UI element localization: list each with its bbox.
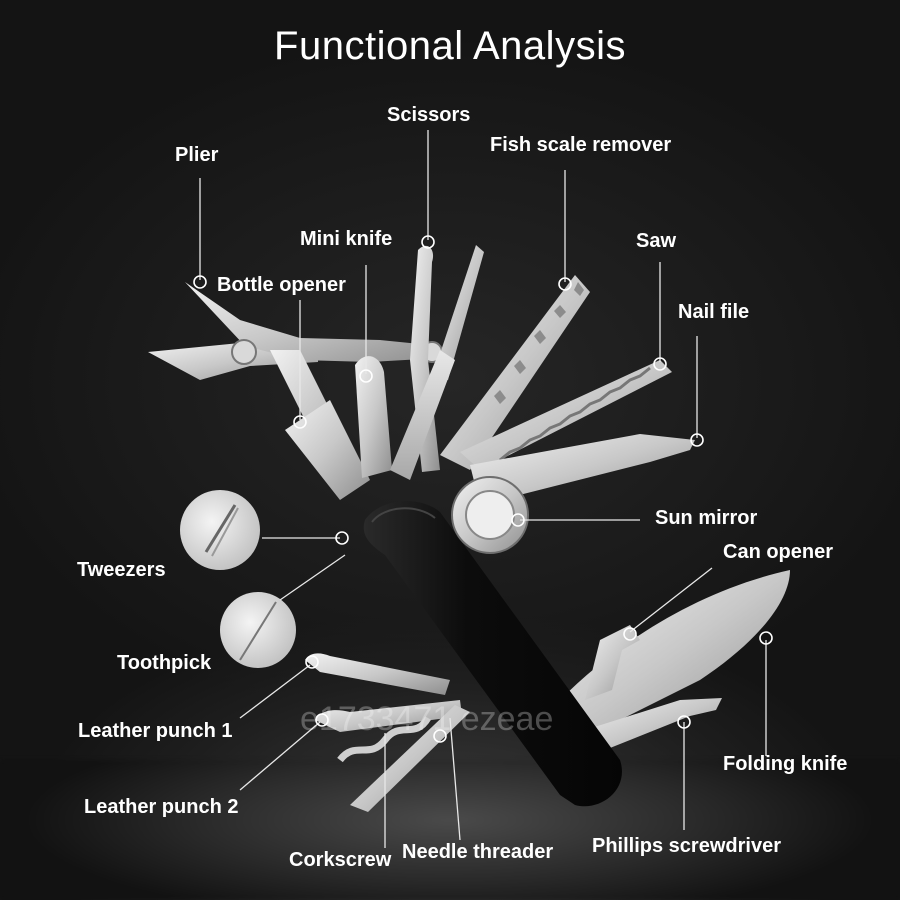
watermark-text: e1733471 ezeae: [300, 700, 554, 738]
label-scissors: Scissors: [387, 104, 471, 126]
knife-handle: [363, 501, 622, 807]
label-corkscrew: Corkscrew: [289, 849, 392, 871]
sun-mirror-tool: [451, 476, 529, 554]
label-mini-knife: Mini knife: [300, 228, 393, 250]
phillips-screwdriver-tool: [585, 698, 722, 752]
leader-dots: [193, 235, 773, 743]
leather-punch-2-tool: [315, 700, 462, 732]
label-tweezers: Tweezers: [77, 559, 166, 581]
label-saw: Saw: [636, 230, 677, 252]
mini-knife-tool: [355, 356, 392, 478]
label-sun-mirror: Sun mirror: [655, 507, 758, 529]
folding-knife-tool: [560, 570, 790, 735]
leader-lines: [199, 130, 767, 848]
label-nail-file: Nail file: [678, 301, 750, 323]
label-toothpick: Toothpick: [117, 652, 212, 674]
fish-scale-remover-tool: [440, 275, 590, 470]
bottle-opener-tool: [285, 400, 370, 500]
leather-punch-1-tool: [305, 653, 450, 695]
page-title: Functional Analysis: [274, 24, 626, 68]
label-fish-scale-remover: Fish scale remover: [490, 134, 672, 156]
needle-threader-tool: [350, 705, 470, 812]
can-opener-tool: [585, 625, 640, 700]
label-bottle-opener: Bottle opener: [217, 274, 346, 296]
label-can-opener: Can opener: [723, 541, 834, 563]
label-folding-knife: Folding knife: [723, 753, 848, 775]
blades-group: [148, 245, 790, 812]
scissors-tool: [390, 245, 484, 480]
label-plier: Plier: [175, 144, 219, 166]
label-needle-threader: Needle threader: [402, 841, 554, 863]
label-leather-punch-2: Leather punch 2: [84, 796, 239, 818]
toothpick-zoom-circle: [220, 592, 296, 668]
label-leather-punch-1: Leather punch 1: [78, 720, 233, 742]
rock-ground: [0, 760, 900, 900]
nail-file-tool: [470, 434, 695, 505]
tweezers-zoom-circle: [180, 490, 260, 570]
label-phillips-screwdriver: Phillips screwdriver: [592, 835, 781, 857]
